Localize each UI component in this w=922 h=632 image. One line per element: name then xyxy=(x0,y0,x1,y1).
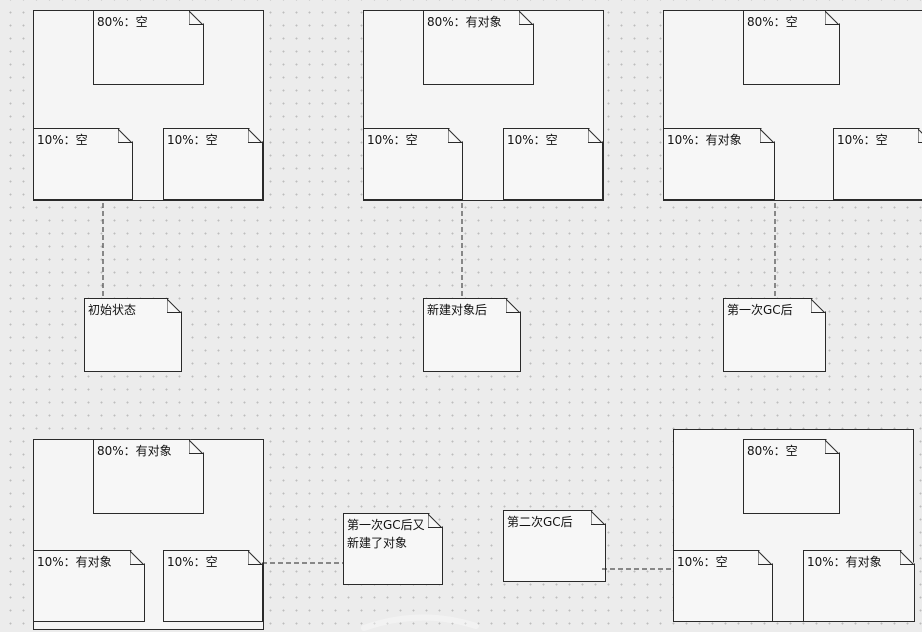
fold-corner-icon xyxy=(118,129,132,143)
survivor-left-note-3: 10%：有对象 xyxy=(663,128,775,200)
eden-label-5: 80%：空 xyxy=(747,444,798,458)
survivor-right-note-2: 10%：空 xyxy=(503,128,603,200)
caption-note-2: 新建对象后 xyxy=(423,298,521,372)
eden-note-3: 80%：空 xyxy=(743,10,840,85)
caption-label-1: 初始状态 xyxy=(88,303,137,317)
fold-corner-icon xyxy=(448,129,462,143)
survivor-left-label-3: 10%：有对象 xyxy=(667,133,742,147)
fold-corner-icon xyxy=(248,551,262,565)
caption-label-2: 新建对象后 xyxy=(427,303,488,317)
fold-corner-icon xyxy=(760,129,774,143)
fold-corner-icon xyxy=(825,440,839,454)
survivor-right-note-3: 10%：空 xyxy=(833,128,922,200)
survivor-right-label-1: 10%：空 xyxy=(167,133,218,147)
connector-line-1 xyxy=(102,203,104,299)
fold-corner-icon xyxy=(519,11,533,25)
survivor-right-note-1: 10%：空 xyxy=(163,128,263,200)
connector-line-5 xyxy=(602,568,674,570)
fold-corner-icon xyxy=(758,551,772,565)
survivor-right-note-4: 10%：空 xyxy=(163,550,263,622)
caption-note-1: 初始状态 xyxy=(84,298,182,372)
survivor-right-label-3: 10%：空 xyxy=(837,133,888,147)
fold-corner-icon xyxy=(825,11,839,25)
caption-note-4: 第一次GC后又新建了对象 xyxy=(343,513,443,585)
survivor-left-label-1: 10%：空 xyxy=(37,133,88,147)
fold-corner-icon xyxy=(167,299,181,313)
eden-note-5: 80%：空 xyxy=(743,439,840,514)
eden-label-1: 80%：空 xyxy=(97,15,148,29)
connector-line-4 xyxy=(262,562,344,564)
fold-corner-icon xyxy=(130,551,144,565)
connector-line-3 xyxy=(774,203,776,299)
caption-note-3: 第一次GC后 xyxy=(723,298,826,372)
caption-note-5: 第二次GC后 xyxy=(503,510,606,582)
eden-note-1: 80%：空 xyxy=(93,10,204,85)
survivor-right-label-4: 10%：空 xyxy=(167,555,218,569)
survivor-right-note-5: 10%：有对象 xyxy=(803,550,915,622)
fold-corner-icon xyxy=(248,129,262,143)
fold-corner-icon xyxy=(591,511,605,525)
fold-corner-icon xyxy=(506,299,520,313)
connector-line-2 xyxy=(461,203,463,299)
fold-corner-icon xyxy=(811,299,825,313)
survivor-left-label-4: 10%：有对象 xyxy=(37,555,112,569)
eden-note-2: 80%：有对象 xyxy=(423,10,534,85)
caption-label-5: 第二次GC后 xyxy=(507,515,573,529)
watermark-swoosh-icon xyxy=(361,614,479,631)
fold-corner-icon xyxy=(189,11,203,25)
eden-label-2: 80%：有对象 xyxy=(427,15,502,29)
survivor-left-label-5: 10%：空 xyxy=(677,555,728,569)
caption-label-4: 第一次GC后又新建了对象 xyxy=(347,518,425,550)
survivor-right-label-5: 10%：有对象 xyxy=(807,555,882,569)
survivor-left-note-5: 10%：空 xyxy=(673,550,773,622)
eden-note-4: 80%：有对象 xyxy=(93,439,204,514)
survivor-left-label-2: 10%：空 xyxy=(367,133,418,147)
fold-corner-icon xyxy=(428,514,442,528)
survivor-left-note-2: 10%：空 xyxy=(363,128,463,200)
eden-label-3: 80%：空 xyxy=(747,15,798,29)
caption-label-3: 第一次GC后 xyxy=(727,303,793,317)
survivor-left-note-4: 10%：有对象 xyxy=(33,550,145,622)
fold-corner-icon xyxy=(588,129,602,143)
fold-corner-icon xyxy=(189,440,203,454)
survivor-right-label-2: 10%：空 xyxy=(507,133,558,147)
fold-corner-icon xyxy=(900,551,914,565)
eden-label-4: 80%：有对象 xyxy=(97,444,172,458)
survivor-left-note-1: 10%：空 xyxy=(33,128,133,200)
fold-corner-icon xyxy=(918,129,922,143)
